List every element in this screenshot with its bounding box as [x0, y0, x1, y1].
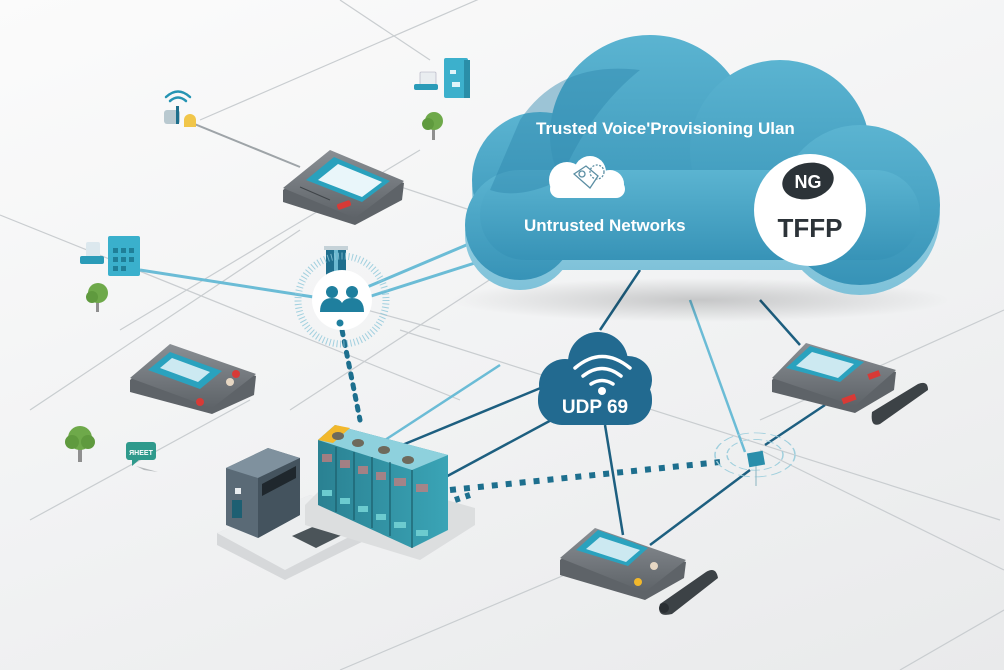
- users-hub: [294, 246, 390, 348]
- chat-bubble-label: ЯНЕЕТ: [129, 450, 153, 457]
- chat-bubble: ЯНЕЕТ: [126, 442, 158, 472]
- wifi-icon: [573, 354, 632, 386]
- tree-icon: [422, 112, 443, 140]
- terminal-icon: [130, 344, 256, 414]
- network-switch-icon: [714, 432, 796, 486]
- terminal-icon: [560, 528, 686, 600]
- server-box-icon: [414, 58, 470, 98]
- tree-icon: [86, 283, 108, 312]
- control-panel-icon: [283, 150, 404, 225]
- card-reader-icon: [871, 382, 928, 425]
- tftp-badge-label: TFFP: [778, 213, 843, 243]
- cloud-settings-icon: [549, 156, 625, 198]
- udp-cloud-label: UDP 69: [562, 397, 628, 418]
- users-icon: [320, 286, 364, 312]
- main-cloud-subtitle: Untrusted Networks: [524, 216, 686, 235]
- control-panel-top: [283, 150, 404, 225]
- main-cloud: Trusted Voice'Provisioning Ulan Untruste…: [450, 35, 950, 322]
- building-left: [80, 236, 140, 276]
- tftp-badge: NG TFFP: [754, 154, 866, 266]
- terminal-left: [130, 344, 256, 414]
- udp-cloud: UDP 69: [538, 332, 652, 425]
- tree-icon: [65, 426, 95, 462]
- card-reader-icon: [659, 570, 718, 615]
- wifi-router-icon: [164, 90, 196, 127]
- server-top-right: [414, 58, 470, 98]
- office-building-icon: [80, 236, 140, 276]
- wifi-access-point: [164, 90, 196, 127]
- terminal-bottom: [560, 528, 718, 615]
- switch-hub: [714, 432, 796, 486]
- server-rack: [305, 425, 475, 560]
- main-cloud-title: Trusted Voice'Provisioning Ulan: [536, 119, 795, 138]
- server-rack-icon: [318, 425, 448, 548]
- terminal-icon: [772, 343, 896, 413]
- printer-icon: [226, 448, 300, 538]
- tftp-badge-logo: NG: [795, 172, 822, 192]
- terminal-right: [772, 343, 928, 425]
